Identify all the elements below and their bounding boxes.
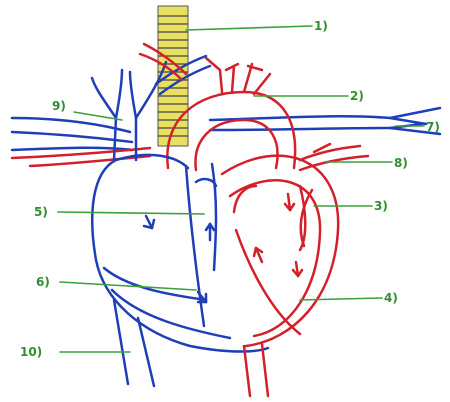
label-8: 8) xyxy=(394,156,408,170)
leader-4 xyxy=(300,298,382,300)
label-9: 9) xyxy=(52,99,66,113)
label-10: 10) xyxy=(20,345,42,359)
label-2: 2) xyxy=(350,89,364,103)
label-6: 6) xyxy=(36,275,50,289)
flow-arrows xyxy=(144,194,302,302)
label-3: 3) xyxy=(374,199,388,213)
leader-1 xyxy=(186,26,312,30)
label-1: 1) xyxy=(314,19,328,33)
label-7: 7) xyxy=(426,120,440,134)
labels: 1) 2) 3) 4) 5) 6) 7) 8) 9) 10) xyxy=(20,19,440,359)
leader-5 xyxy=(58,212,204,214)
trachea xyxy=(158,6,188,146)
left-heart xyxy=(222,156,338,396)
pulmonary-arteries xyxy=(300,144,368,170)
label-4: 4) xyxy=(384,291,398,305)
label-5: 5) xyxy=(34,205,48,219)
